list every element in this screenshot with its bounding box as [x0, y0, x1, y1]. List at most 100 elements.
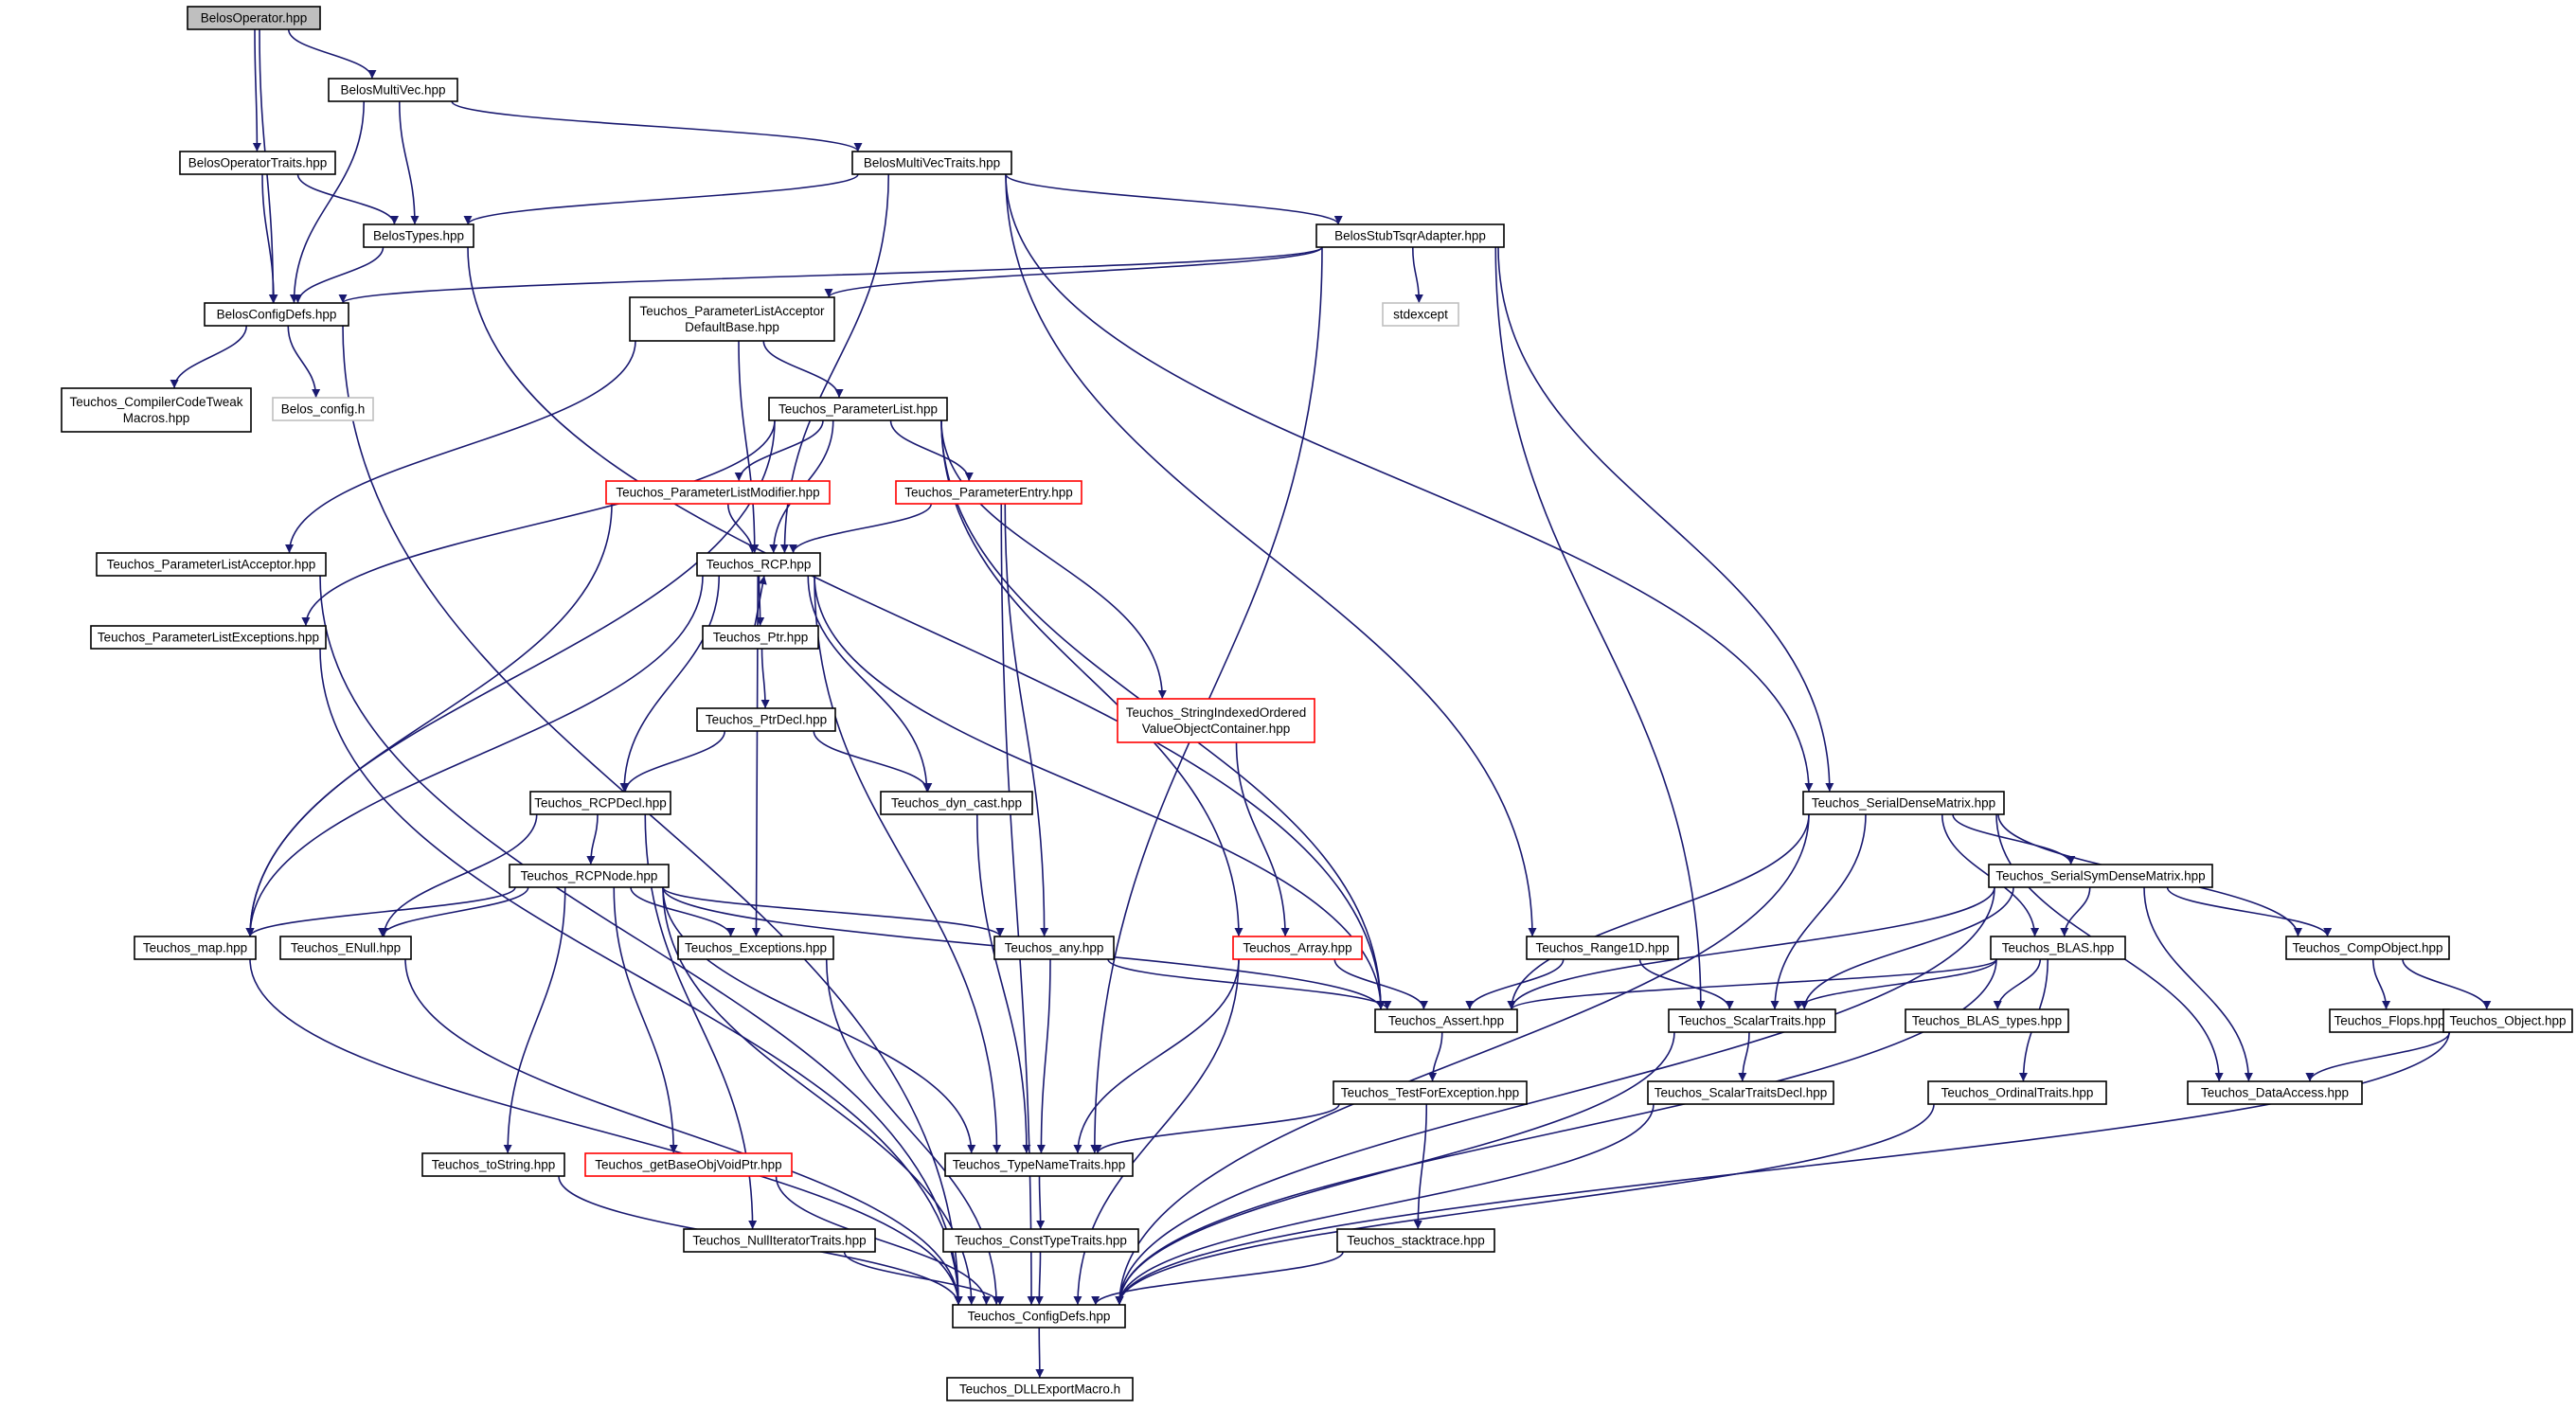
node-placceptor[interactable]: Teuchos_ParameterListAcceptor.hpp	[96, 552, 327, 577]
node-label: BelosTypes.hpp	[373, 229, 464, 243]
edge-parameter-entry-to-any	[1004, 503, 1049, 937]
node-label: BelosStubTsqrAdapter.hpp	[1334, 229, 1486, 243]
node-ptr[interactable]: Teuchos_Ptr.hpp	[702, 625, 819, 650]
edge-plexceptions-to-config-defs	[319, 648, 963, 1306]
node-exceptions[interactable]: Teuchos_Exceptions.hpp	[677, 936, 834, 960]
node-box	[1905, 1008, 2069, 1033]
node-serial-dense-matrix[interactable]: Teuchos_SerialDenseMatrix.hpp	[1802, 791, 2005, 815]
node-box	[279, 936, 412, 960]
node-enull[interactable]: Teuchos_ENull.hpp	[279, 936, 412, 960]
node-label: Teuchos_NullIteratorTraits.hpp	[692, 1234, 866, 1248]
node-ptr-decl[interactable]: Teuchos_PtrDecl.hpp	[696, 707, 836, 732]
edge-parameter-entry-to-rcp	[789, 503, 933, 554]
node-dllexport-macro[interactable]: Teuchos_DLLExportMacro.h	[946, 1377, 1134, 1401]
node-map[interactable]: Teuchos_map.hpp	[134, 936, 257, 960]
node-dyn-cast[interactable]: Teuchos_dyn_cast.hpp	[880, 791, 1033, 815]
node-rcpdecl[interactable]: Teuchos_RCPDecl.hpp	[529, 791, 671, 815]
node-label: Teuchos_ParameterEntry.hpp	[904, 486, 1073, 500]
node-belos-multi-vec-traits[interactable]: BelosMultiVecTraits.hpp	[851, 151, 1012, 175]
node-any[interactable]: Teuchos_any.hpp	[993, 936, 1115, 960]
edge-ptr-to-ptr-decl	[760, 648, 770, 709]
node-label: Teuchos_SerialDenseMatrix.hpp	[1812, 796, 1995, 811]
node-const-type-traits[interactable]: Teuchos_ConstTypeTraits.hpp	[942, 1228, 1139, 1253]
edge-serial-sym-dense-matrix-to-scalar-traits	[1799, 886, 2014, 1010]
node-label: Teuchos_BLAS_types.hpp	[1912, 1014, 2062, 1028]
node-belos-config-defs[interactable]: BelosConfigDefs.hpp	[204, 302, 349, 327]
node-array[interactable]: Teuchos_Array.hpp	[1232, 936, 1363, 960]
node-test-for-exception[interactable]: Teuchos_TestForException.hpp	[1333, 1080, 1528, 1105]
node-belos-stub-tsqr-adapter[interactable]: BelosStubTsqrAdapter.hpp	[1315, 223, 1505, 248]
node-get-base-obj-void-ptr[interactable]: Teuchos_getBaseObjVoidPtr.hpp	[584, 1152, 793, 1177]
edge-serial-dense-matrix-to-serial-sym-dense-matrix	[1952, 813, 2076, 865]
edge-serial-dense-matrix-to-assert	[1507, 813, 1810, 1010]
node-label: Teuchos_Array.hpp	[1243, 941, 1351, 955]
edge-belos-config-defs-to-belos-config	[287, 325, 321, 399]
node-label: Teuchos_OrdinalTraits.hpp	[1941, 1086, 2094, 1100]
node-rcpnode[interactable]: Teuchos_RCPNode.hpp	[509, 864, 670, 888]
node-ordinal-traits[interactable]: Teuchos_OrdinalTraits.hpp	[1927, 1080, 2107, 1105]
edge-serial-dense-matrix-to-scalar-traits	[1770, 813, 1867, 1010]
edge-belos-multi-vec-to-belos-multi-vec-traits	[451, 100, 863, 152]
node-data-access[interactable]: Teuchos_DataAccess.hpp	[2187, 1080, 2363, 1105]
node-blas[interactable]: Teuchos_BLAS.hpp	[1990, 936, 2126, 960]
node-belos-multi-vec[interactable]: BelosMultiVec.hpp	[328, 78, 458, 102]
edge-range1-d-to-scalar-traits	[1638, 958, 1734, 1010]
nodes-layer: BelosOperator.hppBelosMultiVec.hppBelosO…	[61, 6, 2573, 1401]
edge-rcp-to-map	[245, 575, 704, 937]
node-range1-d[interactable]: Teuchos_Range1D.hpp	[1526, 936, 1679, 960]
node-scalar-traits-decl[interactable]: Teuchos_ScalarTraitsDecl.hpp	[1647, 1080, 1834, 1105]
node-blas-types[interactable]: Teuchos_BLAS_types.hpp	[1905, 1008, 2069, 1033]
node-pladb[interactable]: Teuchos_ParameterListAcceptorDefaultBase…	[629, 296, 835, 342]
node-label: Teuchos_CompObject.hpp	[2292, 941, 2442, 955]
edge-config-defs-to-dllexport-macro	[1035, 1327, 1045, 1379]
node-belos-operator-traits[interactable]: BelosOperatorTraits.hpp	[179, 151, 336, 175]
node-box	[90, 625, 327, 650]
edge-serial-sym-dense-matrix-to-config-defs	[1115, 886, 1995, 1306]
edges-layer	[170, 28, 2492, 1379]
node-comp-object[interactable]: Teuchos_CompObject.hpp	[2285, 936, 2450, 960]
node-serial-sym-dense-matrix[interactable]: Teuchos_SerialSymDenseMatrix.hpp	[1988, 864, 2213, 888]
node-null-iterator-traits[interactable]: Teuchos_NullIteratorTraits.hpp	[683, 1228, 876, 1253]
node-label: Teuchos_BLAS.hpp	[2002, 941, 2115, 955]
node-belos-operator[interactable]: BelosOperator.hpp	[187, 6, 321, 30]
node-label: BelosMultiVec.hpp	[340, 83, 445, 98]
node-assert[interactable]: Teuchos_Assert.hpp	[1374, 1008, 1518, 1033]
edge-pladb-to-placceptor	[285, 340, 636, 554]
edge-range1-d-to-assert	[1465, 958, 1565, 1010]
edge-serial-sym-dense-matrix-to-data-access	[2143, 886, 2253, 1082]
node-stdexcept[interactable]: stdexcept	[1382, 302, 1459, 327]
edge-type-name-traits-to-const-type-traits	[1036, 1175, 1046, 1230]
edge-test-for-exception-to-stacktrace	[1413, 1103, 1428, 1230]
node-parameter-list[interactable]: Teuchos_ParameterList.hpp	[768, 397, 948, 421]
node-label: Teuchos_Ptr.hpp	[713, 631, 809, 645]
node-label: Teuchos_TypeNameTraits.hpp	[953, 1158, 1126, 1172]
node-box	[952, 1304, 1126, 1329]
node-plexceptions[interactable]: Teuchos_ParameterListExceptions.hpp	[90, 625, 327, 650]
node-config-defs[interactable]: Teuchos_ConfigDefs.hpp	[952, 1304, 1126, 1329]
node-label: DefaultBase.hpp	[685, 320, 779, 334]
node-label: Teuchos_ParameterList.hpp	[778, 402, 938, 417]
node-to-string[interactable]: Teuchos_toString.hpp	[421, 1152, 565, 1177]
node-box	[1374, 1008, 1518, 1033]
node-stacktrace[interactable]: Teuchos_stacktrace.hpp	[1336, 1228, 1495, 1253]
node-flops[interactable]: Teuchos_Flops.hpp	[2329, 1008, 2450, 1033]
node-label: Teuchos_Range1D.hpp	[1535, 941, 1669, 955]
node-box	[187, 6, 321, 30]
node-type-name-traits[interactable]: Teuchos_TypeNameTraits.hpp	[944, 1152, 1134, 1177]
edge-rcp-to-type-name-traits	[814, 575, 1002, 1154]
node-scalar-traits[interactable]: Teuchos_ScalarTraits.hpp	[1668, 1008, 1836, 1033]
edge-pladb-to-parameter-list	[762, 340, 844, 399]
edge-blas-to-scalar-traits	[1794, 958, 1997, 1010]
edge-test-for-exception-to-type-name-traits	[1093, 1103, 1340, 1154]
node-siovoc[interactable]: Teuchos_StringIndexedOrderedValueObjectC…	[1117, 698, 1315, 743]
node-plmodifier[interactable]: Teuchos_ParameterListModifier.hpp	[605, 480, 831, 505]
node-belos-types[interactable]: BelosTypes.hpp	[363, 223, 474, 248]
edge-blas-to-config-defs	[1115, 958, 1997, 1306]
edge-parameter-list-to-siovoc	[940, 419, 1167, 700]
node-rcp[interactable]: Teuchos_RCP.hpp	[696, 552, 821, 577]
node-object[interactable]: Teuchos_Object.hpp	[2442, 1008, 2573, 1033]
node-parameter-entry[interactable]: Teuchos_ParameterEntry.hpp	[895, 480, 1082, 505]
node-belos-config[interactable]: Belos_config.h	[272, 397, 374, 421]
edge-belos-stub-tsqr-adapter-to-stdexcept	[1411, 246, 1423, 304]
